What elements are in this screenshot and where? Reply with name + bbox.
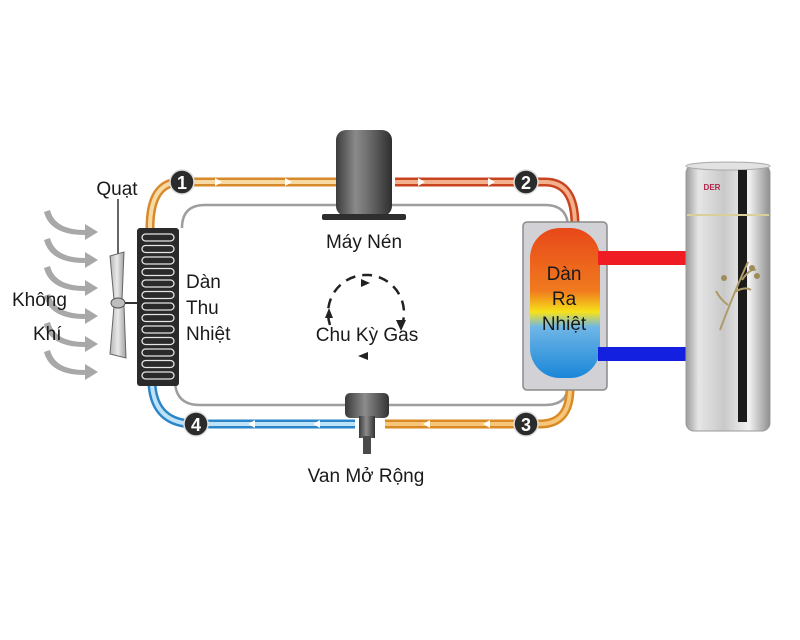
coil-loop — [141, 325, 175, 334]
air-label-line1: Không — [12, 290, 67, 311]
air-arrow-icon — [44, 210, 98, 240]
evaporator-label-line1: Dàn — [186, 272, 221, 293]
compressor-label: Máy Nén — [326, 232, 402, 253]
tank-dark-stripe — [738, 170, 747, 422]
node-1: 1 — [169, 169, 195, 195]
air-flow-arrows — [44, 210, 98, 380]
coil-loop — [141, 244, 175, 254]
water-tank — [685, 161, 771, 432]
compressor — [322, 130, 406, 220]
gas-cycle-label: Chu Kỳ Gas — [316, 325, 418, 346]
condenser — [522, 221, 608, 391]
node-1-label: 1 — [177, 173, 187, 193]
coil-loop — [141, 256, 175, 265]
air-label-line2: Khí — [33, 324, 62, 345]
node-2-label: 2 — [521, 173, 531, 193]
hot-water-line — [598, 251, 692, 265]
fan — [109, 199, 137, 359]
gas-cycle-arrows — [325, 273, 406, 360]
coil-loop — [141, 313, 175, 323]
air-arrow-icon — [44, 294, 98, 324]
node-4: 4 — [183, 411, 209, 437]
node-4-label: 4 — [191, 415, 201, 435]
coil-loop — [141, 279, 175, 288]
coil-loop — [141, 336, 175, 346]
node-2: 2 — [513, 169, 539, 195]
tank-brand-logo: DER — [704, 183, 721, 192]
air-arrow-icon — [44, 350, 98, 380]
node-3-label: 3 — [521, 415, 531, 435]
coil-loop — [141, 359, 175, 369]
cold-water-line — [598, 347, 692, 361]
fan-label: Quạt — [96, 179, 138, 200]
coil-loop — [141, 233, 175, 242]
condenser-label-line2: Ra — [552, 289, 577, 310]
evaporator-label-line2: Thu — [186, 298, 219, 319]
expansion-valve — [345, 393, 389, 454]
evaporator-label-line3: Nhiệt — [186, 324, 231, 345]
coil-loop — [141, 302, 175, 311]
coil-loop — [141, 371, 175, 380]
evaporator-coil — [137, 228, 179, 386]
condenser-label-line1: Dàn — [547, 264, 582, 285]
pipe-hot-top — [395, 177, 580, 226]
pipe-warm-bottom — [385, 387, 575, 429]
node-3: 3 — [513, 411, 539, 437]
coil-loop — [141, 348, 175, 357]
air-arrow-icon — [44, 238, 98, 268]
coil-loop — [141, 267, 175, 277]
air-arrow-icon — [44, 322, 98, 352]
air-arrow-icon — [44, 266, 98, 296]
condenser-label-line3: Nhiệt — [542, 314, 587, 335]
pipe-cold-bottom — [147, 384, 355, 429]
expansion-valve-label: Van Mở Rộng — [308, 466, 425, 487]
coil-loop — [141, 290, 175, 300]
tank-floral-decoration — [715, 261, 757, 331]
